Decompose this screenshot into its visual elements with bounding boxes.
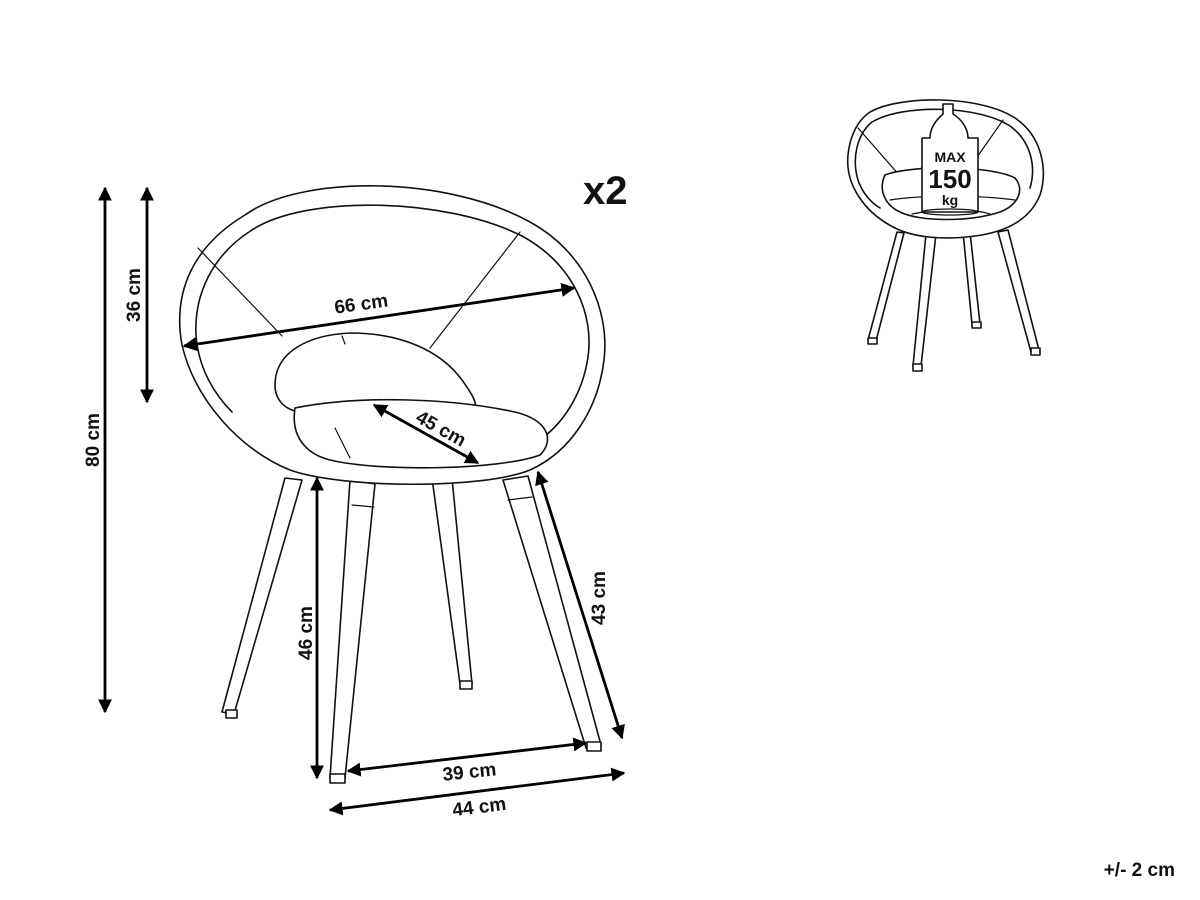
dim-line-leg-span-outer bbox=[328, 767, 626, 816]
dim-line-leg-span-inner bbox=[346, 737, 588, 777]
dimension-lines bbox=[98, 186, 626, 816]
dim-line-width bbox=[182, 282, 576, 352]
label-total-height: 80 cm bbox=[83, 413, 104, 467]
max-load-value: 150 bbox=[928, 164, 971, 194]
small-chair-drawing: MAX 150 kg bbox=[846, 99, 1045, 372]
dim-line-seat-depth bbox=[372, 403, 480, 465]
max-load-unit: kg bbox=[942, 192, 958, 208]
quantity-label: x2 bbox=[583, 169, 628, 213]
back-leg-left bbox=[221, 477, 303, 719]
dim-line-leg-length bbox=[535, 470, 625, 740]
max-load-weight: MAX 150 kg bbox=[921, 103, 979, 216]
label-leg-span-inner: 39 cm bbox=[442, 759, 498, 786]
back-leg-right bbox=[431, 477, 473, 690]
label-seat-height: 46 cm bbox=[296, 606, 317, 660]
label-backrest-height: 36 cm bbox=[124, 268, 145, 322]
front-leg-left bbox=[329, 479, 376, 784]
label-leg-length: 43 cm bbox=[589, 571, 610, 625]
label-leg-span-outer: 44 cm bbox=[451, 794, 507, 821]
max-load-prefix: MAX bbox=[934, 149, 966, 165]
tolerance-label: +/- 2 cm bbox=[1104, 860, 1175, 881]
